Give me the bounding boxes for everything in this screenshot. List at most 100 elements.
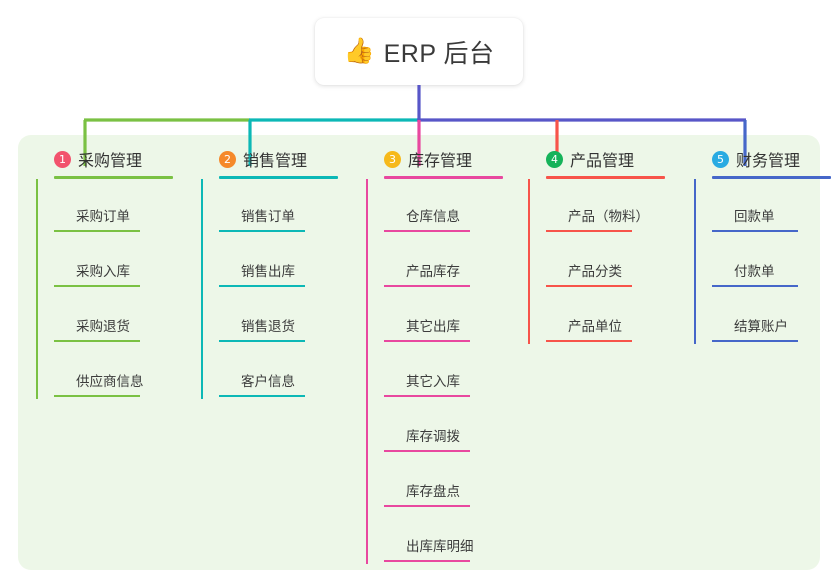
column-header[interactable]: 4 产品管理 <box>528 148 683 170</box>
column-underline <box>384 176 503 179</box>
leaf-underline <box>384 560 470 562</box>
column-spine <box>528 179 530 344</box>
leaf-item-label: 采购退货 <box>76 319 130 334</box>
leaf-item[interactable]: 产品（物料） <box>546 179 683 234</box>
leaf-underline <box>54 340 140 342</box>
column-title: 产品管理 <box>570 153 635 170</box>
leaf-item-label: 库存盘点 <box>406 484 460 499</box>
leaf-underline <box>54 395 140 397</box>
column-财务管理: 5 财务管理回款单付款单结算账户 <box>694 148 839 344</box>
leaf-item-label: 回款单 <box>734 209 775 224</box>
leaf-underline <box>384 230 470 232</box>
root-title-card[interactable]: 👍 ERP 后台 <box>315 18 523 85</box>
column-header[interactable]: 2 销售管理 <box>201 148 356 170</box>
leaf-item[interactable]: 产品单位 <box>546 289 683 344</box>
leaf-item-label: 出库库明细 <box>406 539 474 554</box>
column-title: 库存管理 <box>408 153 473 170</box>
leaf-item[interactable]: 出库库明细 <box>384 509 521 564</box>
column-spine <box>694 179 696 344</box>
column-title: 采购管理 <box>78 153 143 170</box>
leaf-item[interactable]: 采购入库 <box>54 234 191 289</box>
leaf-item-label: 销售出库 <box>241 264 295 279</box>
column-number-badge: 2 <box>219 150 236 168</box>
leaf-item-label: 仓库信息 <box>406 209 460 224</box>
leaf-item[interactable]: 付款单 <box>712 234 839 289</box>
leaf-underline <box>219 230 305 232</box>
leaf-underline <box>712 230 798 232</box>
column-header[interactable]: 5 财务管理 <box>694 148 839 170</box>
leaf-underline <box>384 450 470 452</box>
column-items: 采购订单采购入库采购退货供应商信息 <box>36 179 191 399</box>
leaf-item[interactable]: 供应商信息 <box>54 344 191 399</box>
leaf-item[interactable]: 产品库存 <box>384 234 521 289</box>
leaf-item-label: 结算账户 <box>734 319 788 334</box>
leaf-item-label: 销售订单 <box>241 209 295 224</box>
column-number-badge: 3 <box>384 150 401 168</box>
leaf-underline <box>546 340 632 342</box>
leaf-item[interactable]: 库存盘点 <box>384 454 521 509</box>
column-title: 销售管理 <box>243 153 308 170</box>
column-underline <box>54 176 173 179</box>
leaf-underline <box>546 285 632 287</box>
leaf-item[interactable]: 库存调拨 <box>384 399 521 454</box>
leaf-underline <box>219 395 305 397</box>
column-产品管理: 4 产品管理产品（物料） 产品分类产品单位 <box>528 148 683 344</box>
leaf-item-label: 采购入库 <box>76 264 130 279</box>
leaf-item-label: 付款单 <box>734 264 775 279</box>
column-number-badge: 5 <box>712 150 729 168</box>
leaf-item-label: 产品库存 <box>406 264 460 279</box>
column-spine <box>36 179 38 399</box>
leaf-underline <box>384 340 470 342</box>
leaf-item-label: 产品分类 <box>568 264 622 279</box>
column-spine <box>201 179 203 399</box>
leaf-item[interactable]: 销售出库 <box>219 234 356 289</box>
leaf-underline <box>219 340 305 342</box>
column-title: 财务管理 <box>736 153 801 170</box>
leaf-underline <box>384 285 470 287</box>
leaf-item-label: 其它出库 <box>406 319 460 334</box>
leaf-item[interactable]: 仓库信息 <box>384 179 521 234</box>
leaf-item[interactable]: 产品分类 <box>546 234 683 289</box>
leaf-item[interactable]: 销售订单 <box>219 179 356 234</box>
leaf-underline <box>384 395 470 397</box>
leaf-item[interactable]: 采购退货 <box>54 289 191 344</box>
leaf-item-label: 其它入库 <box>406 374 460 389</box>
column-header[interactable]: 3 库存管理 <box>366 148 521 170</box>
column-spine <box>366 179 368 564</box>
column-库存管理: 3 库存管理仓库信息产品库存其它出库其它入库库存调拨库存盘点出库库明细 <box>366 148 521 564</box>
column-items: 仓库信息产品库存其它出库其它入库库存调拨库存盘点出库库明细 <box>366 179 521 564</box>
leaf-underline <box>54 285 140 287</box>
leaf-item-label: 供应商信息 <box>76 374 144 389</box>
leaf-item-label: 客户信息 <box>241 374 295 389</box>
column-number-badge: 4 <box>546 150 563 168</box>
column-items: 回款单付款单结算账户 <box>694 179 839 344</box>
leaf-underline <box>384 505 470 507</box>
root-title-label: ERP 后台 <box>383 39 495 68</box>
leaf-item[interactable]: 回款单 <box>712 179 839 234</box>
leaf-item[interactable]: 销售退货 <box>219 289 356 344</box>
leaf-item[interactable]: 采购订单 <box>54 179 191 234</box>
leaf-item-label: 采购订单 <box>76 209 130 224</box>
leaf-underline <box>712 340 798 342</box>
leaf-item-label: 产品（物料） <box>568 209 649 224</box>
leaf-underline <box>219 285 305 287</box>
column-underline <box>712 176 831 179</box>
leaf-item-label: 库存调拨 <box>406 429 460 444</box>
leaf-item-label: 产品单位 <box>568 319 622 334</box>
leaf-underline <box>712 285 798 287</box>
column-underline <box>546 176 665 179</box>
column-销售管理: 2 销售管理销售订单销售出库销售退货客户信息 <box>201 148 356 399</box>
column-underline <box>219 176 338 179</box>
column-items: 销售订单销售出库销售退货客户信息 <box>201 179 356 399</box>
leaf-item[interactable]: 客户信息 <box>219 344 356 399</box>
column-items: 产品（物料） 产品分类产品单位 <box>528 179 683 344</box>
leaf-underline <box>54 230 140 232</box>
mindmap-panel <box>18 135 820 570</box>
thumbs-up-icon: 👍 <box>343 37 375 65</box>
leaf-underline <box>546 230 632 232</box>
leaf-item[interactable]: 其它入库 <box>384 344 521 399</box>
leaf-item[interactable]: 结算账户 <box>712 289 839 344</box>
leaf-item[interactable]: 其它出库 <box>384 289 521 344</box>
